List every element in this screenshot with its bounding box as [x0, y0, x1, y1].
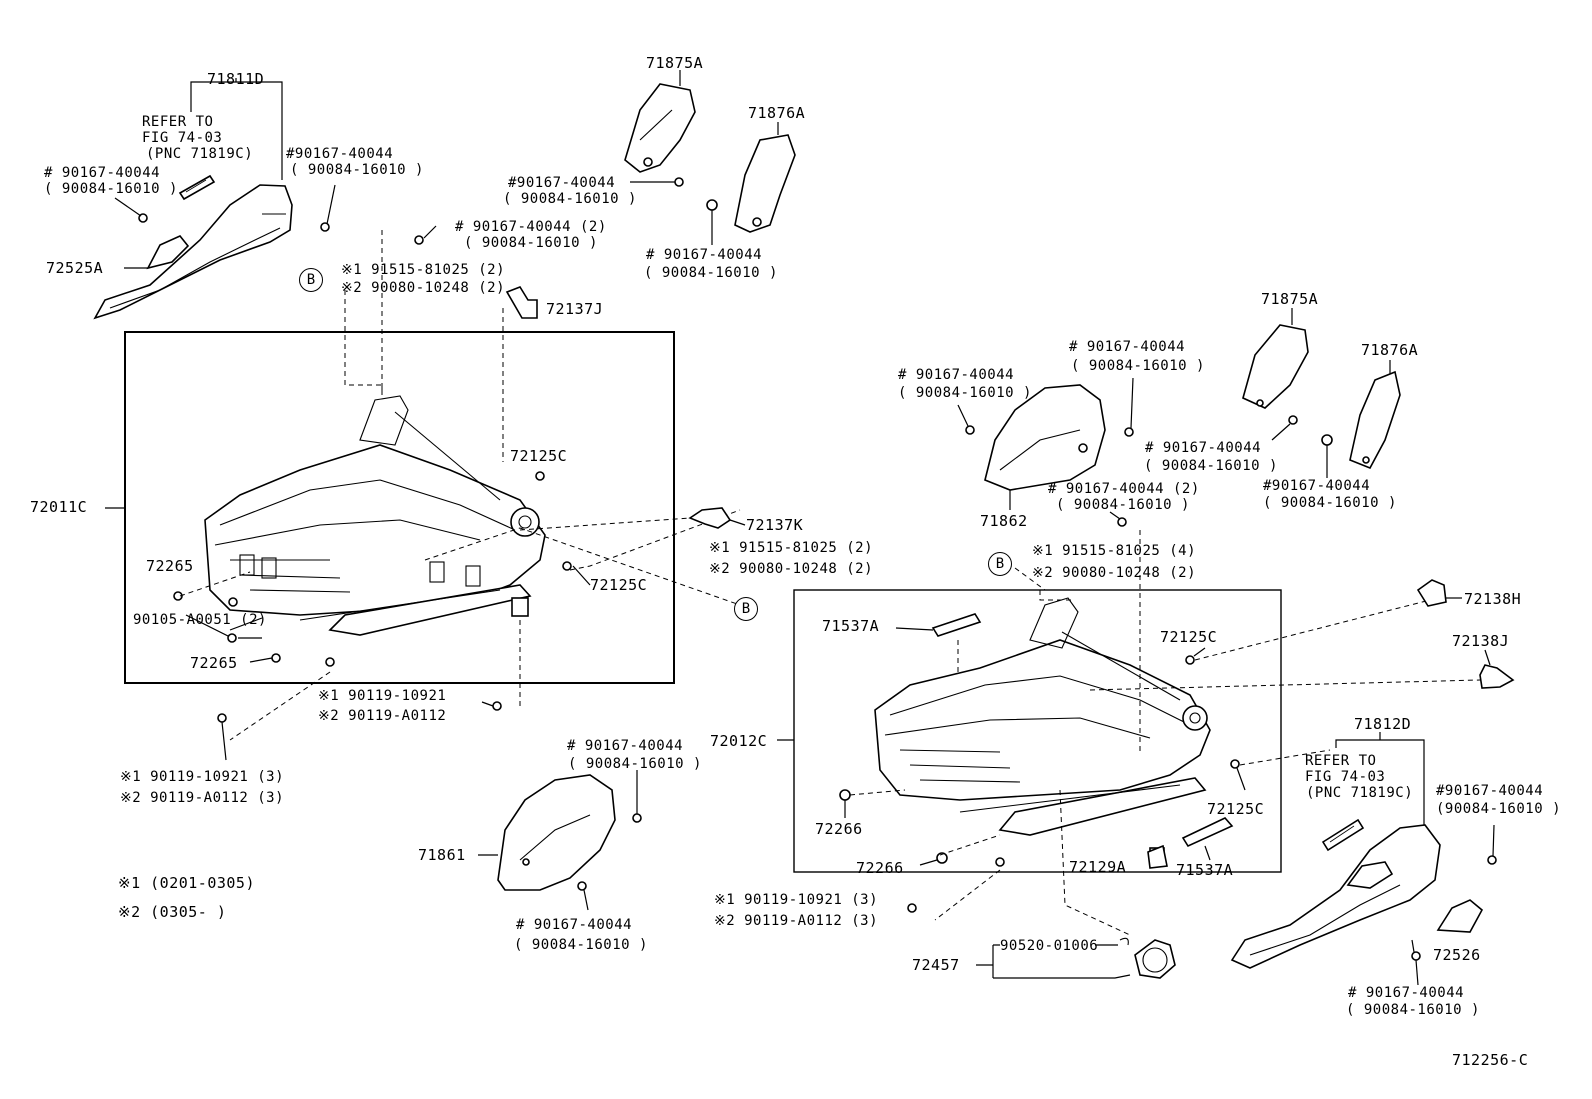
- label-71537A-1: 71537A: [822, 617, 880, 635]
- shield-71876A-top: [734, 134, 796, 233]
- label-71876A-top: 71876A: [748, 104, 806, 122]
- label-bolt-1: # 90167-40044: [44, 165, 161, 181]
- label-72266-2: 72266: [856, 859, 904, 877]
- label-bolt-8-alt: ( 90084-16010 ): [898, 385, 1032, 401]
- bracket-71537A-bottom: [1181, 817, 1234, 848]
- label-bolt-10: # 90167-40044 (2): [1048, 481, 1200, 497]
- bracket-72526: [1436, 899, 1484, 933]
- label-bolt-6-alt: ( 90084-16010 ): [568, 756, 702, 772]
- shield-71875A-right: [1242, 324, 1309, 409]
- label-note1-91515-c: ※1 91515-81025 (4): [1032, 543, 1197, 559]
- label-71811D: 71811D: [207, 70, 265, 88]
- label-bolt-11: # 90167-40044: [1145, 440, 1262, 456]
- label-bolt-2-alt: ( 90084-16010 ): [290, 162, 424, 178]
- cover-71861: [497, 774, 616, 891]
- label-71812D: 71812D: [1354, 715, 1412, 733]
- label-71537A-2: 71537A: [1176, 861, 1234, 879]
- label-note1-90119-b: ※1 90119-10921 (3): [120, 769, 285, 785]
- label-72526: 72526: [1433, 946, 1481, 964]
- label-bolt-7: # 90167-40044: [516, 917, 633, 933]
- seat-track-frame-right: [874, 639, 1211, 801]
- label-bolt-6: # 90167-40044: [567, 738, 684, 754]
- label-72457: 72457: [912, 956, 960, 974]
- label-fig-1: FIG 74-03: [142, 130, 223, 146]
- label-refer-to-1: REFER TO: [142, 114, 214, 130]
- label-note2-90119-a: ※2 90119-A0112: [318, 708, 447, 724]
- label-72138J: 72138J: [1452, 632, 1510, 650]
- callout-b-1: B: [299, 268, 323, 292]
- label-72138H: 72138H: [1464, 590, 1522, 608]
- diagram-id: 712256-C: [1452, 1051, 1529, 1069]
- bracket-72129A: [1147, 844, 1168, 869]
- label-71875A-right: 71875A: [1261, 290, 1319, 308]
- label-72012C: 72012C: [710, 732, 768, 750]
- label-bolt-13: #90167-40044: [1436, 783, 1544, 799]
- label-refer-to-2: REFER TO: [1305, 753, 1377, 769]
- label-bolt-7-alt: ( 90084-16010 ): [514, 937, 648, 953]
- label-bolt-11-alt: ( 90084-16010 ): [1144, 458, 1278, 474]
- label-bolt-5: # 90167-40044: [646, 247, 763, 263]
- label-72125C-1: 72125C: [510, 447, 568, 465]
- label-bolt-2: #90167-40044: [286, 146, 394, 162]
- shield-71875A-top: [624, 83, 696, 173]
- label-71862: 71862: [980, 512, 1028, 530]
- label-pnc-2: (PNC 71819C): [1306, 785, 1414, 801]
- label-72525A: 72525A: [46, 259, 104, 277]
- seat-track-frame-left: [204, 444, 546, 616]
- label-bolt-14-alt: ( 90084-16010 ): [1346, 1002, 1480, 1018]
- label-90105: 90105-A0051 (2): [133, 612, 267, 628]
- label-72265-2: 72265: [190, 654, 238, 672]
- label-note1-91515-b: ※1 91515-81025 (2): [709, 540, 874, 556]
- label-note2-90080-b: ※2 90080-10248 (2): [709, 561, 874, 577]
- label-72266-1: 72266: [815, 820, 863, 838]
- label-note1-91515: ※1 91515-81025 (2): [341, 262, 506, 278]
- label-note1-90119-c: ※1 90119-10921 (3): [714, 892, 879, 908]
- label-bolt-3-alt: ( 90084-16010 ): [503, 191, 637, 207]
- label-71876A-right: 71876A: [1361, 341, 1419, 359]
- label-bolt-12-alt: ( 90084-16010 ): [1263, 495, 1397, 511]
- label-bolt-14: # 90167-40044: [1348, 985, 1465, 1001]
- seat-cushion-shield-left: [93, 184, 293, 320]
- label-note1-90119-a: ※1 90119-10921: [318, 688, 447, 704]
- cover-71862: [984, 384, 1106, 491]
- label-note2-90119-c: ※2 90119-A0112 (3): [714, 913, 879, 929]
- label-71875A-top: 71875A: [646, 54, 704, 72]
- label-71861: 71861: [418, 846, 466, 864]
- label-72011C: 72011C: [30, 498, 88, 516]
- label-90520: 90520-01006: [1000, 938, 1099, 954]
- label-bolt-4-alt: ( 90084-16010 ): [464, 235, 598, 251]
- label-note2-90119-b: ※2 90119-A0112 (3): [120, 790, 285, 806]
- label-note1-range: ※1 (0201-0305): [118, 874, 255, 892]
- label-72137J: 72137J: [546, 300, 604, 318]
- label-bolt-4: # 90167-40044 (2): [455, 219, 607, 235]
- label-bolt-12: #90167-40044: [1263, 478, 1371, 494]
- right-assembly-box: [793, 589, 1282, 873]
- label-72125C-2: 72125C: [590, 576, 648, 594]
- label-bolt-9-alt: ( 90084-16010 ): [1071, 358, 1205, 374]
- knob-72457: [1134, 939, 1176, 979]
- label-note2-range: ※2 (0305- ): [118, 903, 227, 921]
- label-bolt-3: #90167-40044: [508, 175, 616, 191]
- label-bolt-5-alt: ( 90084-16010 ): [644, 265, 778, 281]
- bracket-71537A-top: [931, 613, 982, 637]
- label-pnc-1: (PNC 71819C): [146, 146, 254, 162]
- callout-b-2: B: [734, 597, 758, 621]
- label-fig-2: FIG 74-03: [1305, 769, 1386, 785]
- shield-71876A-right: [1349, 370, 1401, 470]
- seat-cushion-shield-right: [1230, 824, 1441, 969]
- callout-b-3: B: [988, 552, 1012, 576]
- label-72137K: 72137K: [746, 516, 804, 534]
- label-bolt-1-alt: ( 90084-16010 ): [44, 181, 178, 197]
- label-bolt-9: # 90167-40044: [1069, 339, 1186, 355]
- label-note2-90080: ※2 90080-10248 (2): [341, 280, 506, 296]
- label-bolt-8: # 90167-40044: [898, 367, 1015, 383]
- label-bolt-10-alt: ( 90084-16010 ): [1056, 497, 1190, 513]
- label-72129A: 72129A: [1069, 858, 1127, 876]
- label-note2-90080-c: ※2 90080-10248 (2): [1032, 565, 1197, 581]
- label-72125C-3: 72125C: [1160, 628, 1218, 646]
- label-bolt-13-alt: (90084-16010 ): [1436, 801, 1562, 817]
- label-72125C-4: 72125C: [1207, 800, 1265, 818]
- label-72265-1: 72265: [146, 557, 194, 575]
